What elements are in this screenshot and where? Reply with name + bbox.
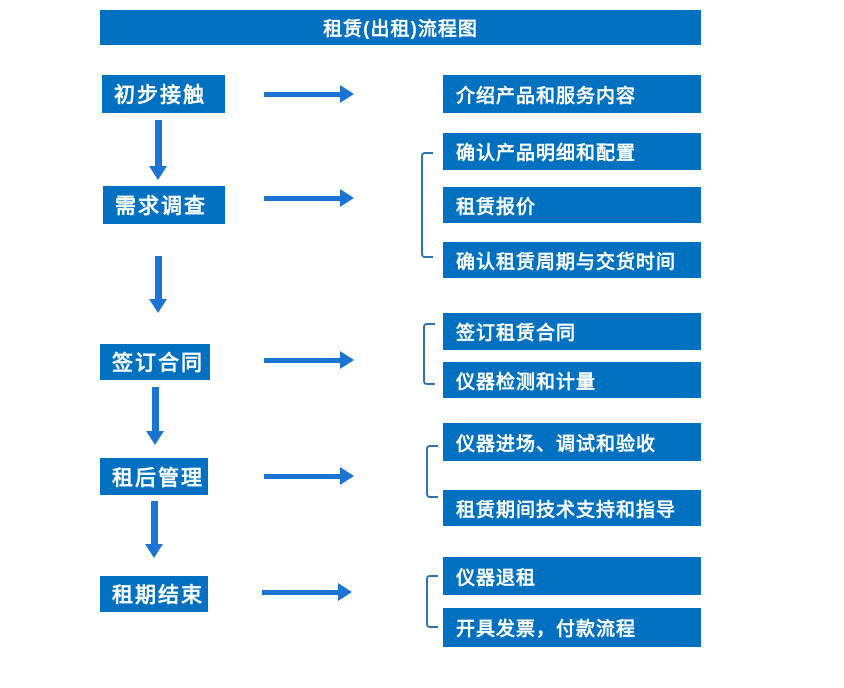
down-arrow-icon — [149, 256, 167, 313]
arrow-head — [149, 299, 167, 313]
right-arrow-icon — [264, 85, 354, 103]
arrow-stem — [151, 387, 159, 432]
right-arrow-icon — [264, 467, 354, 485]
detail-instrument-testing-metering: 仪器检测和计量 — [443, 362, 701, 398]
flowchart-title: 租赁(出租)流程图 — [100, 10, 701, 45]
bracket-connector — [426, 575, 438, 628]
arrow-head — [340, 85, 354, 103]
arrow-stem — [264, 91, 340, 97]
arrow-stem — [154, 256, 162, 300]
arrow-stem — [150, 501, 158, 545]
detail-technical-support: 租赁期间技术支持和指导 — [443, 490, 701, 526]
detail-instrument-setup-acceptance: 仪器进场、调试和验收 — [443, 423, 701, 461]
arrow-stem — [262, 589, 338, 595]
arrow-head — [146, 431, 164, 445]
right-arrow-icon — [264, 351, 354, 369]
bracket-connector — [421, 152, 433, 258]
down-arrow-icon — [145, 501, 163, 558]
detail-confirm-product-config: 确认产品明细和配置 — [443, 133, 701, 170]
detail-instrument-return: 仪器退租 — [443, 557, 701, 595]
detail-confirm-period-delivery: 确认租赁周期与交货时间 — [443, 242, 701, 278]
step-rental-end: 租期结束 — [100, 576, 208, 612]
step-sign-contract: 签订合同 — [100, 344, 210, 380]
detail-invoice-payment: 开具发票，付款流程 — [443, 608, 701, 647]
down-arrow-icon — [149, 120, 167, 180]
down-arrow-icon — [146, 387, 164, 445]
detail-introduce-products-services: 介绍产品和服务内容 — [443, 75, 701, 113]
step-post-rental-management: 租后管理 — [100, 458, 208, 495]
bracket-connector — [423, 323, 435, 385]
right-arrow-icon — [262, 583, 352, 601]
step-initial-contact: 初步接触 — [102, 75, 225, 113]
arrow-head — [340, 189, 354, 207]
arrow-stem — [264, 195, 340, 201]
bracket-connector — [426, 445, 438, 498]
detail-sign-rental-contract: 签订租赁合同 — [443, 313, 701, 350]
arrow-head — [340, 467, 354, 485]
arrow-stem — [264, 473, 340, 479]
arrow-stem — [264, 357, 340, 363]
step-demand-survey: 需求调查 — [103, 186, 225, 224]
arrow-stem — [154, 120, 162, 167]
arrow-head — [149, 166, 167, 180]
arrow-head — [340, 351, 354, 369]
arrow-head — [338, 583, 352, 601]
detail-rental-quotation: 租赁报价 — [443, 187, 701, 223]
arrow-head — [145, 544, 163, 558]
right-arrow-icon — [264, 189, 354, 207]
